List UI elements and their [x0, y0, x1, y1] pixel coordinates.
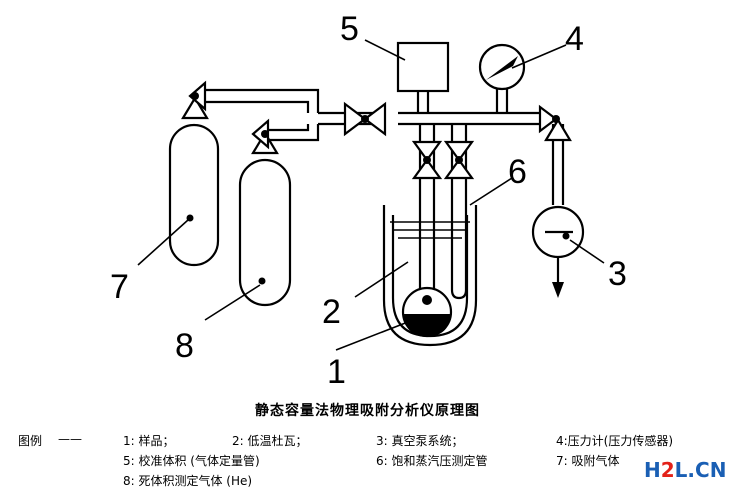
junction-dot	[455, 156, 463, 164]
legend-item-3: 3: 真空泵系统；	[376, 434, 464, 448]
sample-powder	[404, 314, 450, 336]
legend-item-6: 6: 饱和蒸汽压测定管	[376, 454, 488, 468]
box-5-stem	[416, 91, 430, 113]
label-6: 6	[508, 153, 527, 191]
legend-item-4: 4:压力计(压力传感器)	[556, 434, 674, 448]
pump-mark	[562, 232, 570, 240]
label-2: 2	[322, 293, 341, 331]
cylinder-7-regulator	[181, 95, 209, 120]
label-1: 1	[327, 353, 346, 391]
valve-vapor-lower	[443, 158, 475, 180]
legend-item-1: 1: 样品；	[123, 434, 175, 448]
pipe-arrow-right	[538, 104, 558, 134]
junction-dot	[552, 115, 560, 123]
legend-title: 图例	[18, 434, 43, 448]
pump-outlet-arrow	[552, 282, 564, 298]
watermark-part1: H	[644, 458, 661, 482]
junction-dot	[261, 130, 269, 138]
label-3: 3	[608, 255, 627, 293]
label-8: 8	[175, 327, 194, 365]
leader-lines	[137, 39, 605, 351]
pipe-to-gas-7	[205, 88, 320, 113]
dewar-vessel	[382, 205, 478, 347]
junction-dot	[361, 115, 369, 123]
schematic-diagram: 5 4 6 3 2 1 7 8	[110, 10, 627, 391]
legend-dash: ——	[58, 432, 82, 446]
pump-regulator	[544, 117, 572, 142]
legend-item-7: 7: 吸附气体	[556, 454, 620, 468]
valve-sample-upper	[411, 140, 443, 162]
legend-item-8: 8: 死体积测定气体 (He)	[123, 474, 253, 488]
legend-item-2: 2: 低温杜瓦；	[232, 434, 308, 448]
watermark-accent: 2	[660, 458, 675, 482]
junction-dot	[423, 156, 431, 164]
pipe-to-gas-8	[268, 124, 320, 142]
gauge-stem	[495, 89, 509, 113]
gas-cylinder-8	[238, 158, 292, 307]
sample-dot	[422, 295, 432, 305]
vapor-pressure-tube	[450, 124, 468, 300]
cylinder-7-mark	[186, 214, 194, 222]
label-7: 7	[110, 268, 129, 306]
cylinder-8-mark	[258, 277, 266, 285]
gas-cylinder-7	[168, 123, 220, 267]
junction-dot	[191, 92, 199, 100]
label-4: 4	[565, 20, 584, 58]
pressure-gauge	[478, 43, 526, 91]
valve-sample-lower	[411, 158, 443, 180]
label-5: 5	[340, 10, 359, 48]
diagram-caption: 静态容量法物理吸附分析仪原理图	[255, 403, 480, 419]
pipe-to-pump	[551, 124, 565, 285]
valve-vapor-upper	[443, 140, 475, 162]
gauge-needle	[486, 56, 518, 80]
watermark-logo: H2L.CN	[644, 458, 726, 482]
liquid-level	[390, 221, 470, 239]
sample-line	[418, 124, 436, 300]
watermark-part2: L.CN	[674, 458, 727, 482]
calibration-volume-box	[396, 41, 450, 93]
legend-item-5: 5: 校准体积 (气体定量管)	[123, 454, 260, 468]
